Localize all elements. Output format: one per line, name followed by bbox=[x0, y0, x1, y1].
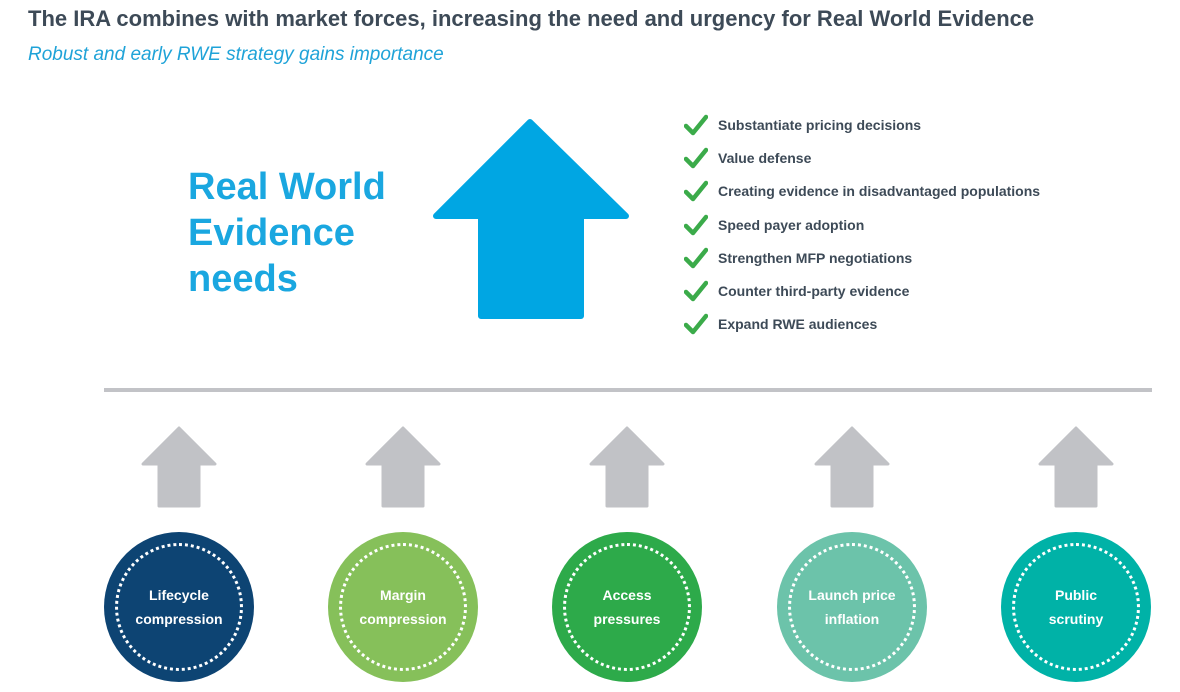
checkmark-icon bbox=[684, 314, 708, 335]
circle-label-line: inflation bbox=[824, 611, 880, 627]
up-arrow-icon bbox=[814, 426, 890, 508]
checklist-item: Value defense bbox=[684, 141, 1040, 174]
up-arrow-icon bbox=[1038, 426, 1114, 508]
checklist-item: Creating evidence in disadvantaged popul… bbox=[684, 175, 1040, 208]
force-circle: Access pressures bbox=[552, 532, 702, 682]
checkmark-icon bbox=[684, 214, 708, 235]
force-circle: Margin compression bbox=[328, 532, 478, 682]
force-circle: Lifecycle compression bbox=[104, 532, 254, 682]
checklist-item-label: Creating evidence in disadvantaged popul… bbox=[718, 183, 1041, 200]
circle-label: Margin compression bbox=[359, 583, 446, 631]
checklist-item-label: Speed payer adoption bbox=[718, 216, 865, 233]
rwe-label-line: Evidence bbox=[188, 212, 355, 254]
checklist-item: Speed payer adoption bbox=[684, 208, 1040, 241]
up-arrow-icon bbox=[589, 426, 665, 508]
force-circle: Launch price inflation bbox=[777, 532, 927, 682]
circle-label: Lifecycle compression bbox=[135, 583, 222, 631]
up-arrow-icon bbox=[433, 119, 629, 319]
rwe-needs-label: Real World Evidence needs bbox=[188, 164, 428, 302]
checklist-item-label: Counter third-party evidence bbox=[718, 283, 910, 300]
checklist-item: Strengthen MFP negotiations bbox=[684, 241, 1040, 274]
circle-label-line: Margin bbox=[380, 587, 426, 603]
checkmark-icon bbox=[684, 247, 708, 269]
checkmark-icon bbox=[684, 114, 708, 135]
rwe-label-line: needs bbox=[188, 258, 298, 300]
rwe-label-line: Real World bbox=[188, 166, 386, 208]
circle-label-line: scrutiny bbox=[1048, 611, 1104, 627]
checkmark-icon bbox=[684, 147, 708, 169]
page-title: The IRA combines with market forces, inc… bbox=[28, 6, 1035, 31]
checkmark-icon bbox=[684, 180, 708, 202]
checklist-item-label: Value defense bbox=[718, 149, 812, 166]
checklist-item-label: Substantiate pricing decisions bbox=[718, 116, 922, 133]
circle-label-line: compression bbox=[135, 611, 223, 627]
circle-label-line: Access bbox=[602, 587, 652, 603]
checklist-item: Expand RWE audiences bbox=[684, 308, 1040, 341]
checklist-item: Counter third-party evidence bbox=[684, 274, 1040, 307]
checklist-item: Substantiate pricing decisions bbox=[684, 108, 1040, 141]
circle-label: Public scrutiny bbox=[1049, 583, 1103, 631]
circle-label-line: compression bbox=[359, 611, 447, 627]
up-arrow-icon bbox=[141, 426, 217, 508]
circle-label-line: pressures bbox=[593, 611, 661, 627]
checklist-item-label: Expand RWE audiences bbox=[718, 316, 878, 333]
page-subtitle: Robust and early RWE strategy gains impo… bbox=[28, 44, 444, 65]
circle-label-line: Launch price bbox=[808, 587, 896, 603]
circle-label: Launch price inflation bbox=[808, 583, 895, 631]
checklist-item-label: Strengthen MFP negotiations bbox=[718, 249, 913, 266]
checkmark-icon bbox=[684, 280, 708, 302]
divider bbox=[104, 388, 1152, 392]
circle-label: Access pressures bbox=[594, 583, 661, 631]
up-arrow-icon bbox=[365, 426, 441, 508]
circle-label-line: Lifecycle bbox=[149, 587, 209, 603]
force-circle: Public scrutiny bbox=[1001, 532, 1151, 682]
circle-label-line: Public bbox=[1054, 587, 1097, 603]
